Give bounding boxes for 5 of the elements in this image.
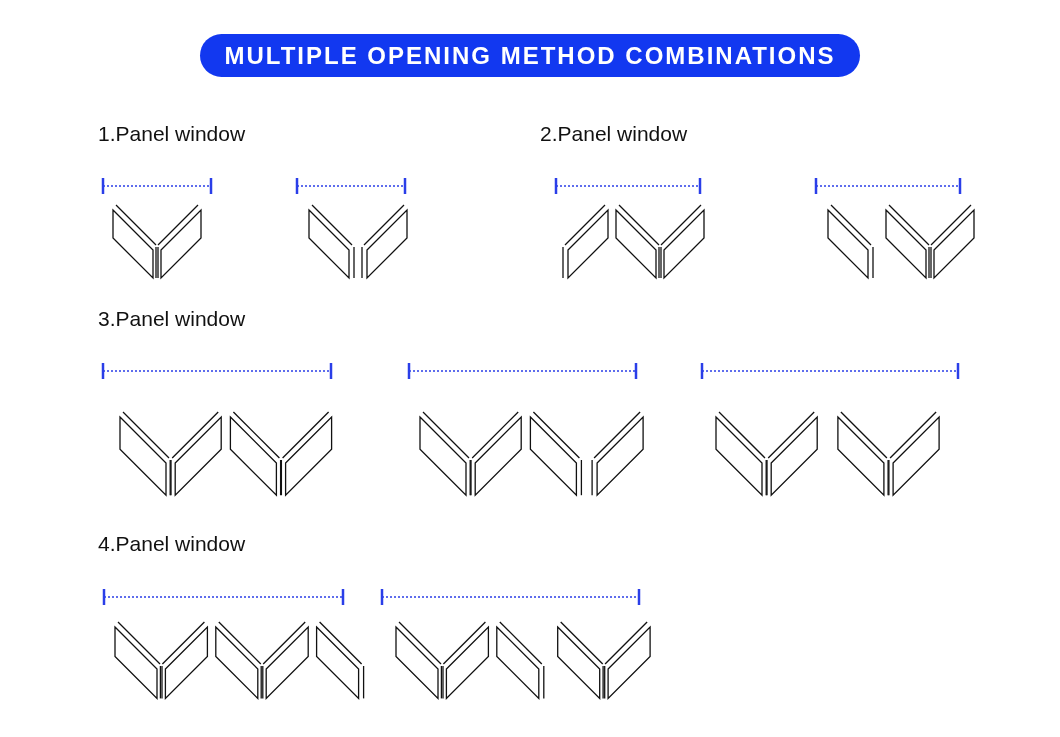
title-banner: MULTIPLE OPENING METHOD COMBINATIONS <box>200 34 860 77</box>
section-heading: 3.Panel window <box>98 307 246 331</box>
section-heading: 2.Panel window <box>540 122 688 146</box>
section-heading: 4.Panel window <box>98 532 246 556</box>
section-heading: 1.Panel window <box>98 122 246 146</box>
